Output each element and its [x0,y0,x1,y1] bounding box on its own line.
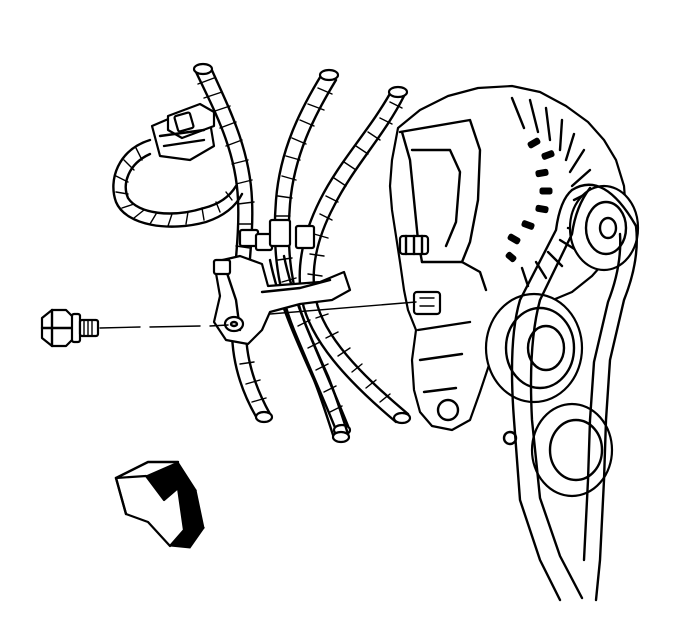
harness-connector-icon [150,102,216,162]
alternator-icon [388,84,628,446]
mounting-bolt-icon [40,308,100,348]
direction-arrow-icon [114,460,206,549]
alignment-line [99,301,417,329]
wiring-harness-icon [112,62,412,444]
drive-belt-icon [484,183,640,602]
mounting-bracket-icon [212,254,352,346]
